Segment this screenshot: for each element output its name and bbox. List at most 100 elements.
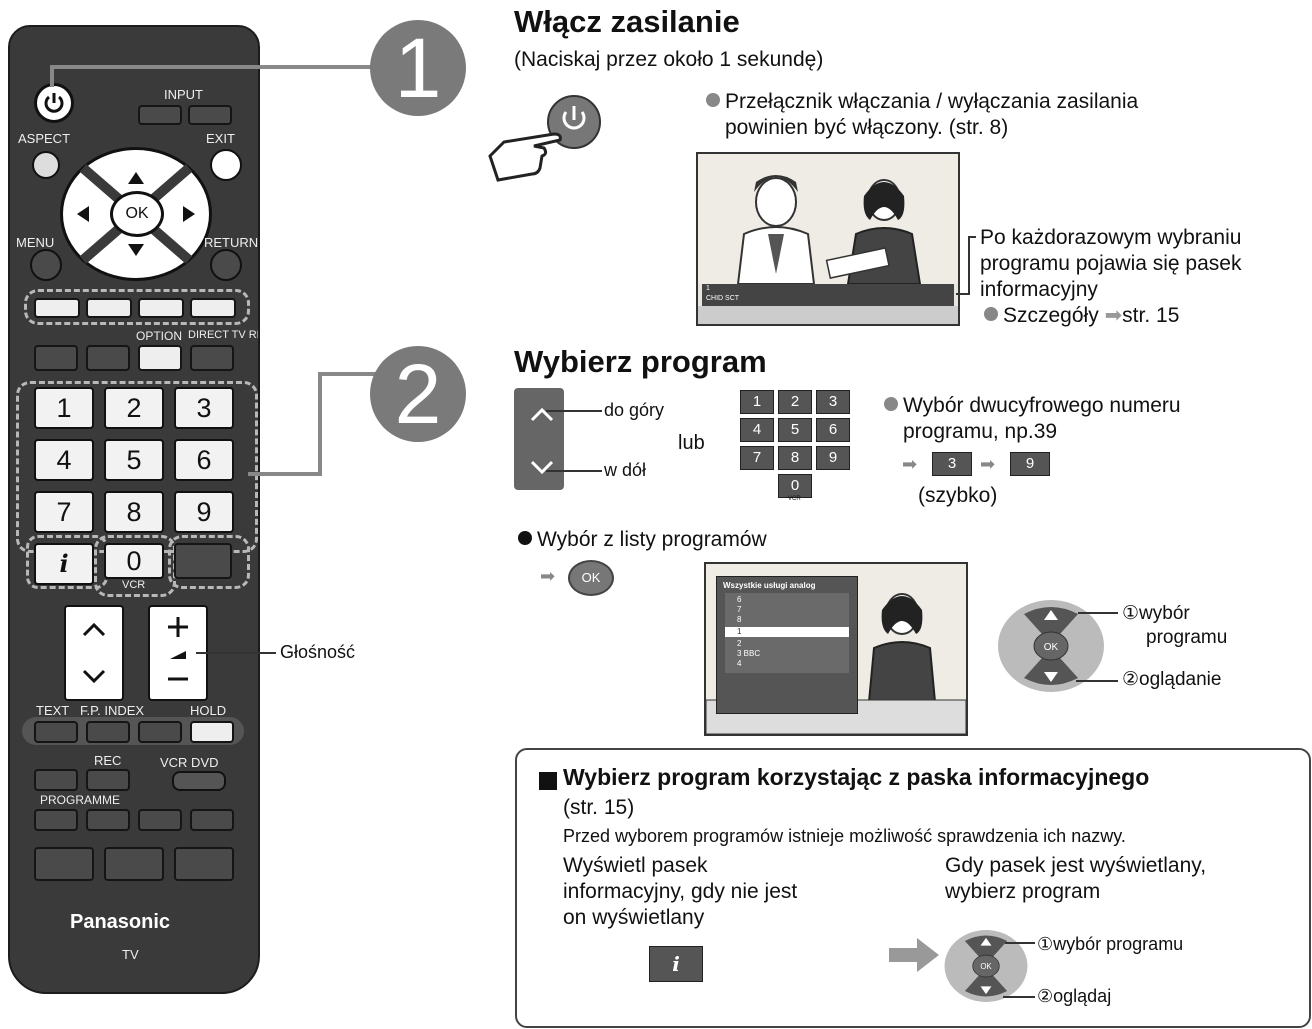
mini-key-4: 4 <box>740 418 774 442</box>
key-8[interactable]: 8 <box>104 491 164 533</box>
key-6[interactable]: 6 <box>174 439 234 481</box>
programme-button-4[interactable] <box>190 809 234 831</box>
aspect-button[interactable] <box>32 151 60 179</box>
programme-label: PROGRAMME <box>40 793 121 807</box>
menu-button[interactable] <box>30 249 62 281</box>
input-label: INPUT <box>164 87 203 102</box>
program-list-item: 2 <box>737 639 742 648</box>
numkeys-callout-h <box>248 472 322 476</box>
programme-button-3[interactable] <box>138 809 182 831</box>
color-keys-highlight <box>24 289 250 325</box>
fp-button[interactable] <box>86 721 130 743</box>
volume-icon <box>168 617 188 681</box>
key-9[interactable]: 9 <box>174 491 234 533</box>
power-icon <box>44 93 64 113</box>
direct-tv-rec-button[interactable] <box>190 345 234 371</box>
tv-av-button[interactable] <box>34 345 78 371</box>
remote-control: INPUT ASPECT EXIT OK MENU RETURN OPTION … <box>8 25 260 994</box>
numkeys-callout-top <box>318 372 382 376</box>
programme-button-1[interactable] <box>34 809 78 831</box>
program-list-item-selected: 1 <box>725 627 849 637</box>
dpad-graphic-infobar: OK <box>943 928 1029 1004</box>
channel-arrows-icon <box>530 407 554 475</box>
volume-label: Głośność <box>280 642 356 662</box>
info-key[interactable]: i <box>34 543 94 585</box>
bullet-icon <box>984 307 998 321</box>
menu-label: MENU <box>16 235 55 250</box>
exit-button[interactable] <box>210 149 242 181</box>
step-1-circle: 1 <box>370 20 466 116</box>
example-key-3: 3 <box>932 452 972 476</box>
bullet-icon <box>518 531 532 545</box>
rewind-button[interactable] <box>34 847 94 881</box>
red-button[interactable] <box>34 298 80 318</box>
key-5[interactable]: 5 <box>104 439 164 481</box>
power-callout-line-v <box>50 65 54 87</box>
teletext-button[interactable] <box>86 345 130 371</box>
index-button[interactable] <box>138 721 182 743</box>
green-button[interactable] <box>86 298 132 318</box>
down-callout-line <box>546 470 602 472</box>
bullet-icon <box>884 397 898 411</box>
return-button[interactable] <box>210 249 242 281</box>
option-label: OPTION <box>136 329 183 343</box>
info-key-graphic: i <box>649 946 703 982</box>
bullet-icon <box>706 93 720 107</box>
program-list-item: 6 <box>737 595 742 604</box>
arrow-right-icon <box>889 938 939 977</box>
info-callout-tick <box>968 236 976 238</box>
key-1[interactable]: 1 <box>34 387 94 429</box>
key-2[interactable]: 2 <box>104 387 164 429</box>
yellow-button[interactable] <box>138 298 184 318</box>
ok-button[interactable]: OK <box>110 191 164 237</box>
text-button[interactable] <box>34 721 78 743</box>
key-0[interactable]: 0 <box>104 543 164 579</box>
key-3[interactable]: 3 <box>174 387 234 429</box>
text-label: TEXT <box>36 703 70 718</box>
stop-button[interactable] <box>34 769 78 791</box>
hold-button[interactable] <box>190 721 234 743</box>
return-label: RETURN <box>204 235 259 250</box>
brand-logo: Panasonic <box>70 911 171 933</box>
channel-rocker[interactable] <box>64 605 124 701</box>
program-list-item: 3 BBC <box>737 649 761 658</box>
rec-button[interactable] <box>86 769 130 791</box>
watch-callout-line <box>1076 680 1118 682</box>
select-program-label-1: ①wybór <box>1122 603 1190 624</box>
tv-info-banner: 1 CHID SCT <box>702 284 954 306</box>
key-7[interactable]: 7 <box>34 491 94 533</box>
dpad-ok-icon: OK <box>944 930 1028 1002</box>
ok-label: OK <box>125 205 149 222</box>
info-bar-section-title: Wybierz program korzystając z paska info… <box>563 764 1150 790</box>
or-label: lub <box>678 432 705 454</box>
arrow-right-icon: ➡ <box>980 454 996 474</box>
tv-desk <box>698 306 958 324</box>
numkeys-callout-v <box>318 372 322 476</box>
channel-arrows-icon <box>82 622 106 684</box>
input-button-right[interactable] <box>188 105 232 125</box>
blue-button[interactable] <box>190 298 236 318</box>
input-button-left[interactable] <box>138 105 182 125</box>
channel-up-label: do góry <box>604 400 665 420</box>
key-4[interactable]: 4 <box>34 439 94 481</box>
forward-button[interactable] <box>174 847 234 881</box>
dpad-ok-icon: OK <box>998 600 1104 692</box>
power-button[interactable] <box>34 83 74 123</box>
option-button[interactable] <box>138 345 182 371</box>
hand-pressing-power-icon <box>488 95 601 182</box>
vcr-dvd-switch[interactable] <box>172 771 226 791</box>
power-callout-line <box>52 65 392 69</box>
tv-program-list-illustration: Wszystkie usługi analog 6 7 8 1 2 3 BBC … <box>704 562 968 736</box>
power-switch-note-2: powinien być włączony. (str. 8) <box>725 116 1009 139</box>
display-bar-instruction-2: informacyjny, gdy nie jest <box>563 880 798 903</box>
arrow-right-icon: ➡ <box>1104 304 1123 327</box>
program-list-title: Wszystkie usługi analog <box>723 581 816 590</box>
last-view-button[interactable] <box>174 543 232 579</box>
play-button[interactable] <box>104 847 164 881</box>
two-digit-note-2: programu, np.39 <box>903 420 1058 443</box>
info-bar-note-2: programu pojawia się pasek <box>980 252 1242 275</box>
programme-button-2[interactable] <box>86 809 130 831</box>
infobar-watch-label: ②oglądaj <box>1037 986 1112 1006</box>
fp-index-label: F.P. INDEX <box>80 703 145 718</box>
last-view-highlight <box>168 535 250 589</box>
